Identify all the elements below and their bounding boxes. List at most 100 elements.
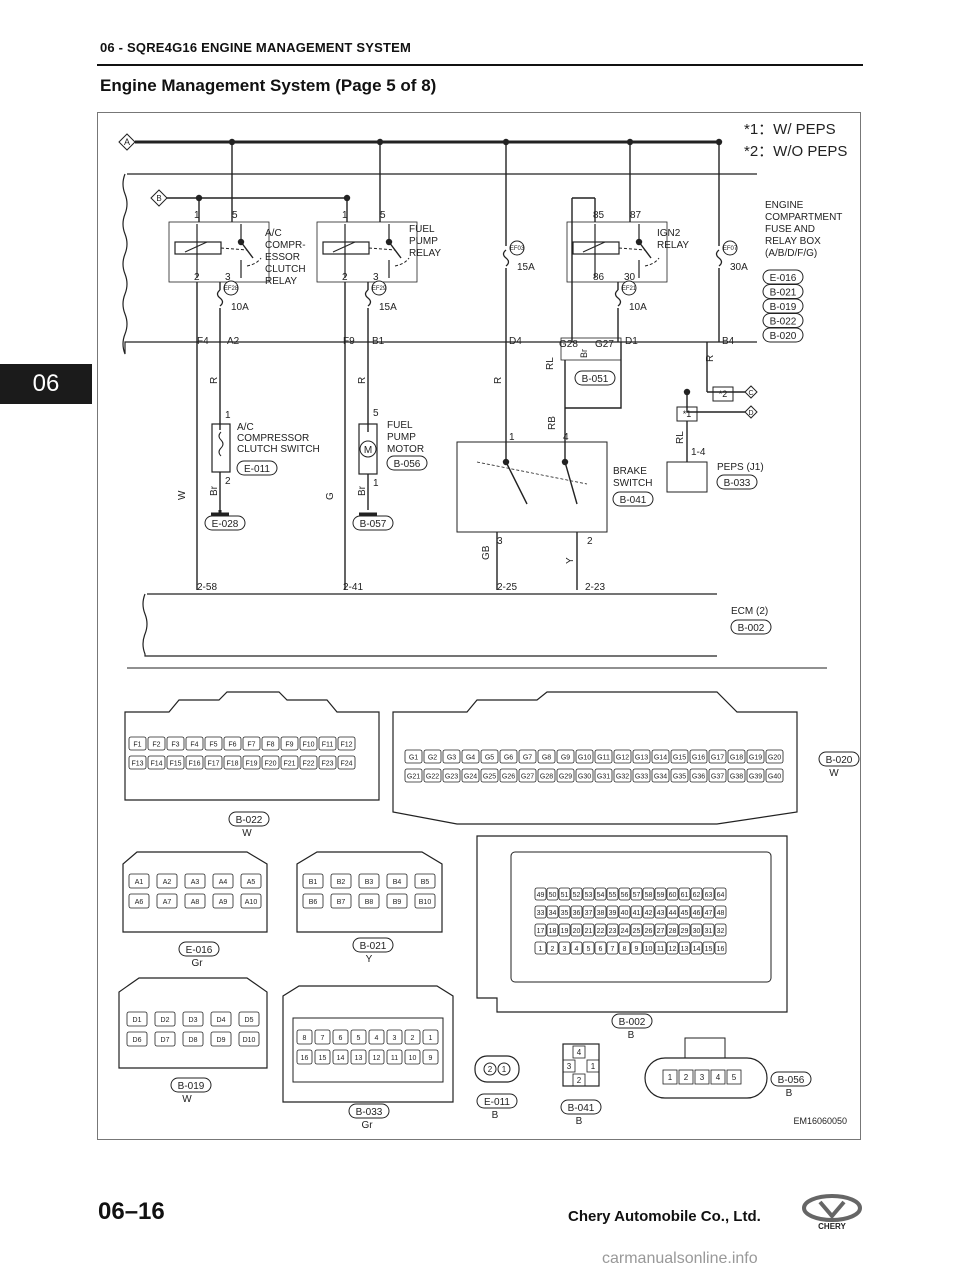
watermark: carmanualsonline.info	[602, 1250, 758, 1267]
b033-cavity	[332, 1049, 349, 1065]
ac-relay-coil-diag	[184, 241, 208, 253]
page-title: Engine Management System (Page 5 of 8)	[100, 76, 437, 95]
b002-pin: 47	[705, 910, 713, 917]
b002-pin: 53	[585, 892, 593, 899]
ac-switch-body	[211, 423, 231, 473]
b022-pin: F16	[188, 761, 200, 768]
wire-color: Br	[357, 485, 368, 496]
b019-cavity	[126, 1011, 148, 1027]
fpm-conn-label: B-056	[394, 459, 421, 470]
b020-pin: G37	[711, 774, 724, 781]
ign2-relay-coil	[572, 241, 620, 255]
b021-pin: B4	[393, 879, 402, 886]
ac-relay-box	[168, 221, 270, 283]
g051-conn	[574, 370, 616, 386]
b056-cavity	[694, 1069, 710, 1085]
b002-cavity	[582, 941, 595, 955]
b002-cavity	[654, 887, 667, 901]
b022-pin: F22	[302, 761, 314, 768]
b020-pin: G17	[711, 755, 724, 762]
ecm-conn	[730, 619, 772, 635]
e011-color: B	[492, 1110, 499, 1121]
fpm-symbol: M	[364, 445, 372, 456]
e011-cavity	[483, 1062, 497, 1076]
b033-cavity	[350, 1049, 367, 1065]
e016-pin: A2	[163, 879, 172, 886]
b041-pin: 1	[591, 1062, 596, 1071]
e016-pin: A4	[219, 879, 228, 886]
company-name: Chery Automobile Co., Ltd.	[568, 1208, 761, 1225]
b002-pin: 29	[681, 928, 689, 935]
b002-cavity	[558, 887, 571, 901]
g051-conn-label: B-051	[582, 374, 609, 385]
b020-pin: G18	[730, 755, 743, 762]
fusebox-conn	[762, 327, 804, 343]
b022-color: W	[242, 828, 252, 839]
b002-cavity	[702, 887, 715, 901]
b002-pin: 7	[611, 946, 615, 953]
pin-b4: B4	[722, 336, 735, 347]
b033-cavity	[386, 1029, 403, 1045]
b002-cavity	[642, 905, 655, 919]
b020-pin: G39	[749, 774, 762, 781]
b020-cavity	[423, 749, 442, 764]
b020-pin: G40	[768, 774, 781, 781]
pin-label: 3	[225, 272, 231, 283]
b022-pin: F11	[322, 742, 334, 749]
fuse-id-badge	[722, 240, 738, 256]
b002-cavity	[558, 941, 571, 955]
b002-cavity	[546, 923, 559, 937]
b019-pin: D10	[243, 1037, 256, 1044]
b020-pin: G7	[523, 755, 532, 762]
b002-cavity	[570, 905, 583, 919]
wire-color: Y	[565, 557, 576, 564]
e016-pin: A10	[245, 899, 258, 906]
b020-cavity	[518, 768, 537, 783]
b022-pin: F8	[266, 742, 274, 749]
pin-d4: D4	[509, 336, 522, 347]
note-2: *2：W/O PEPS	[744, 143, 847, 160]
b002-cavity	[666, 923, 679, 937]
b022-cavity	[299, 755, 318, 770]
b002-cavity	[666, 887, 679, 901]
ecm-pin: 2-23	[585, 582, 605, 593]
b020-pin: G22	[426, 774, 439, 781]
b002-cavity	[606, 887, 619, 901]
b020-cavity	[708, 749, 727, 764]
b019-cavity	[210, 1031, 232, 1047]
b020-pin: G9	[561, 755, 570, 762]
fuse-id: EF28	[224, 286, 239, 292]
b020-pin: G14	[654, 755, 667, 762]
wire-color: G	[325, 492, 336, 500]
b002-cavity	[618, 887, 631, 901]
b002-pin: 52	[573, 892, 581, 899]
b002-cavity	[618, 905, 631, 919]
b022-cavity	[318, 755, 337, 770]
ac-ground-conn	[204, 515, 246, 531]
b020-pin: G38	[730, 774, 743, 781]
b002-cavity	[678, 887, 691, 901]
pin-g28: G28	[559, 339, 578, 350]
b022-pin: F5	[209, 742, 217, 749]
b002-pin: 40	[621, 910, 629, 917]
junction-dot	[561, 458, 569, 466]
e011-name	[476, 1093, 518, 1109]
b002-cavity	[690, 905, 703, 919]
b033-pin: 9	[429, 1055, 433, 1062]
b002-pin: 10	[645, 946, 653, 953]
fpm-label: MOTOR	[387, 444, 424, 455]
fusebox-label: RELAY BOX	[765, 236, 821, 247]
ac-switch-label: CLUTCH SWITCH	[237, 444, 320, 455]
b022-pin: F18	[226, 761, 238, 768]
b002-cavity	[606, 923, 619, 937]
b019-pin: D1	[133, 1017, 142, 1024]
b021-color: Y	[366, 954, 373, 965]
b021-cavity	[358, 893, 380, 909]
b021-cavity	[302, 873, 324, 889]
b002-pin: 21	[585, 928, 593, 935]
brake-conn-label: B-041	[620, 495, 647, 506]
b002-inner	[510, 851, 772, 983]
ac-relay-label: A/C	[265, 228, 282, 239]
b020-pin: G28	[540, 774, 553, 781]
chapter-tab[interactable]: 06	[0, 364, 92, 404]
